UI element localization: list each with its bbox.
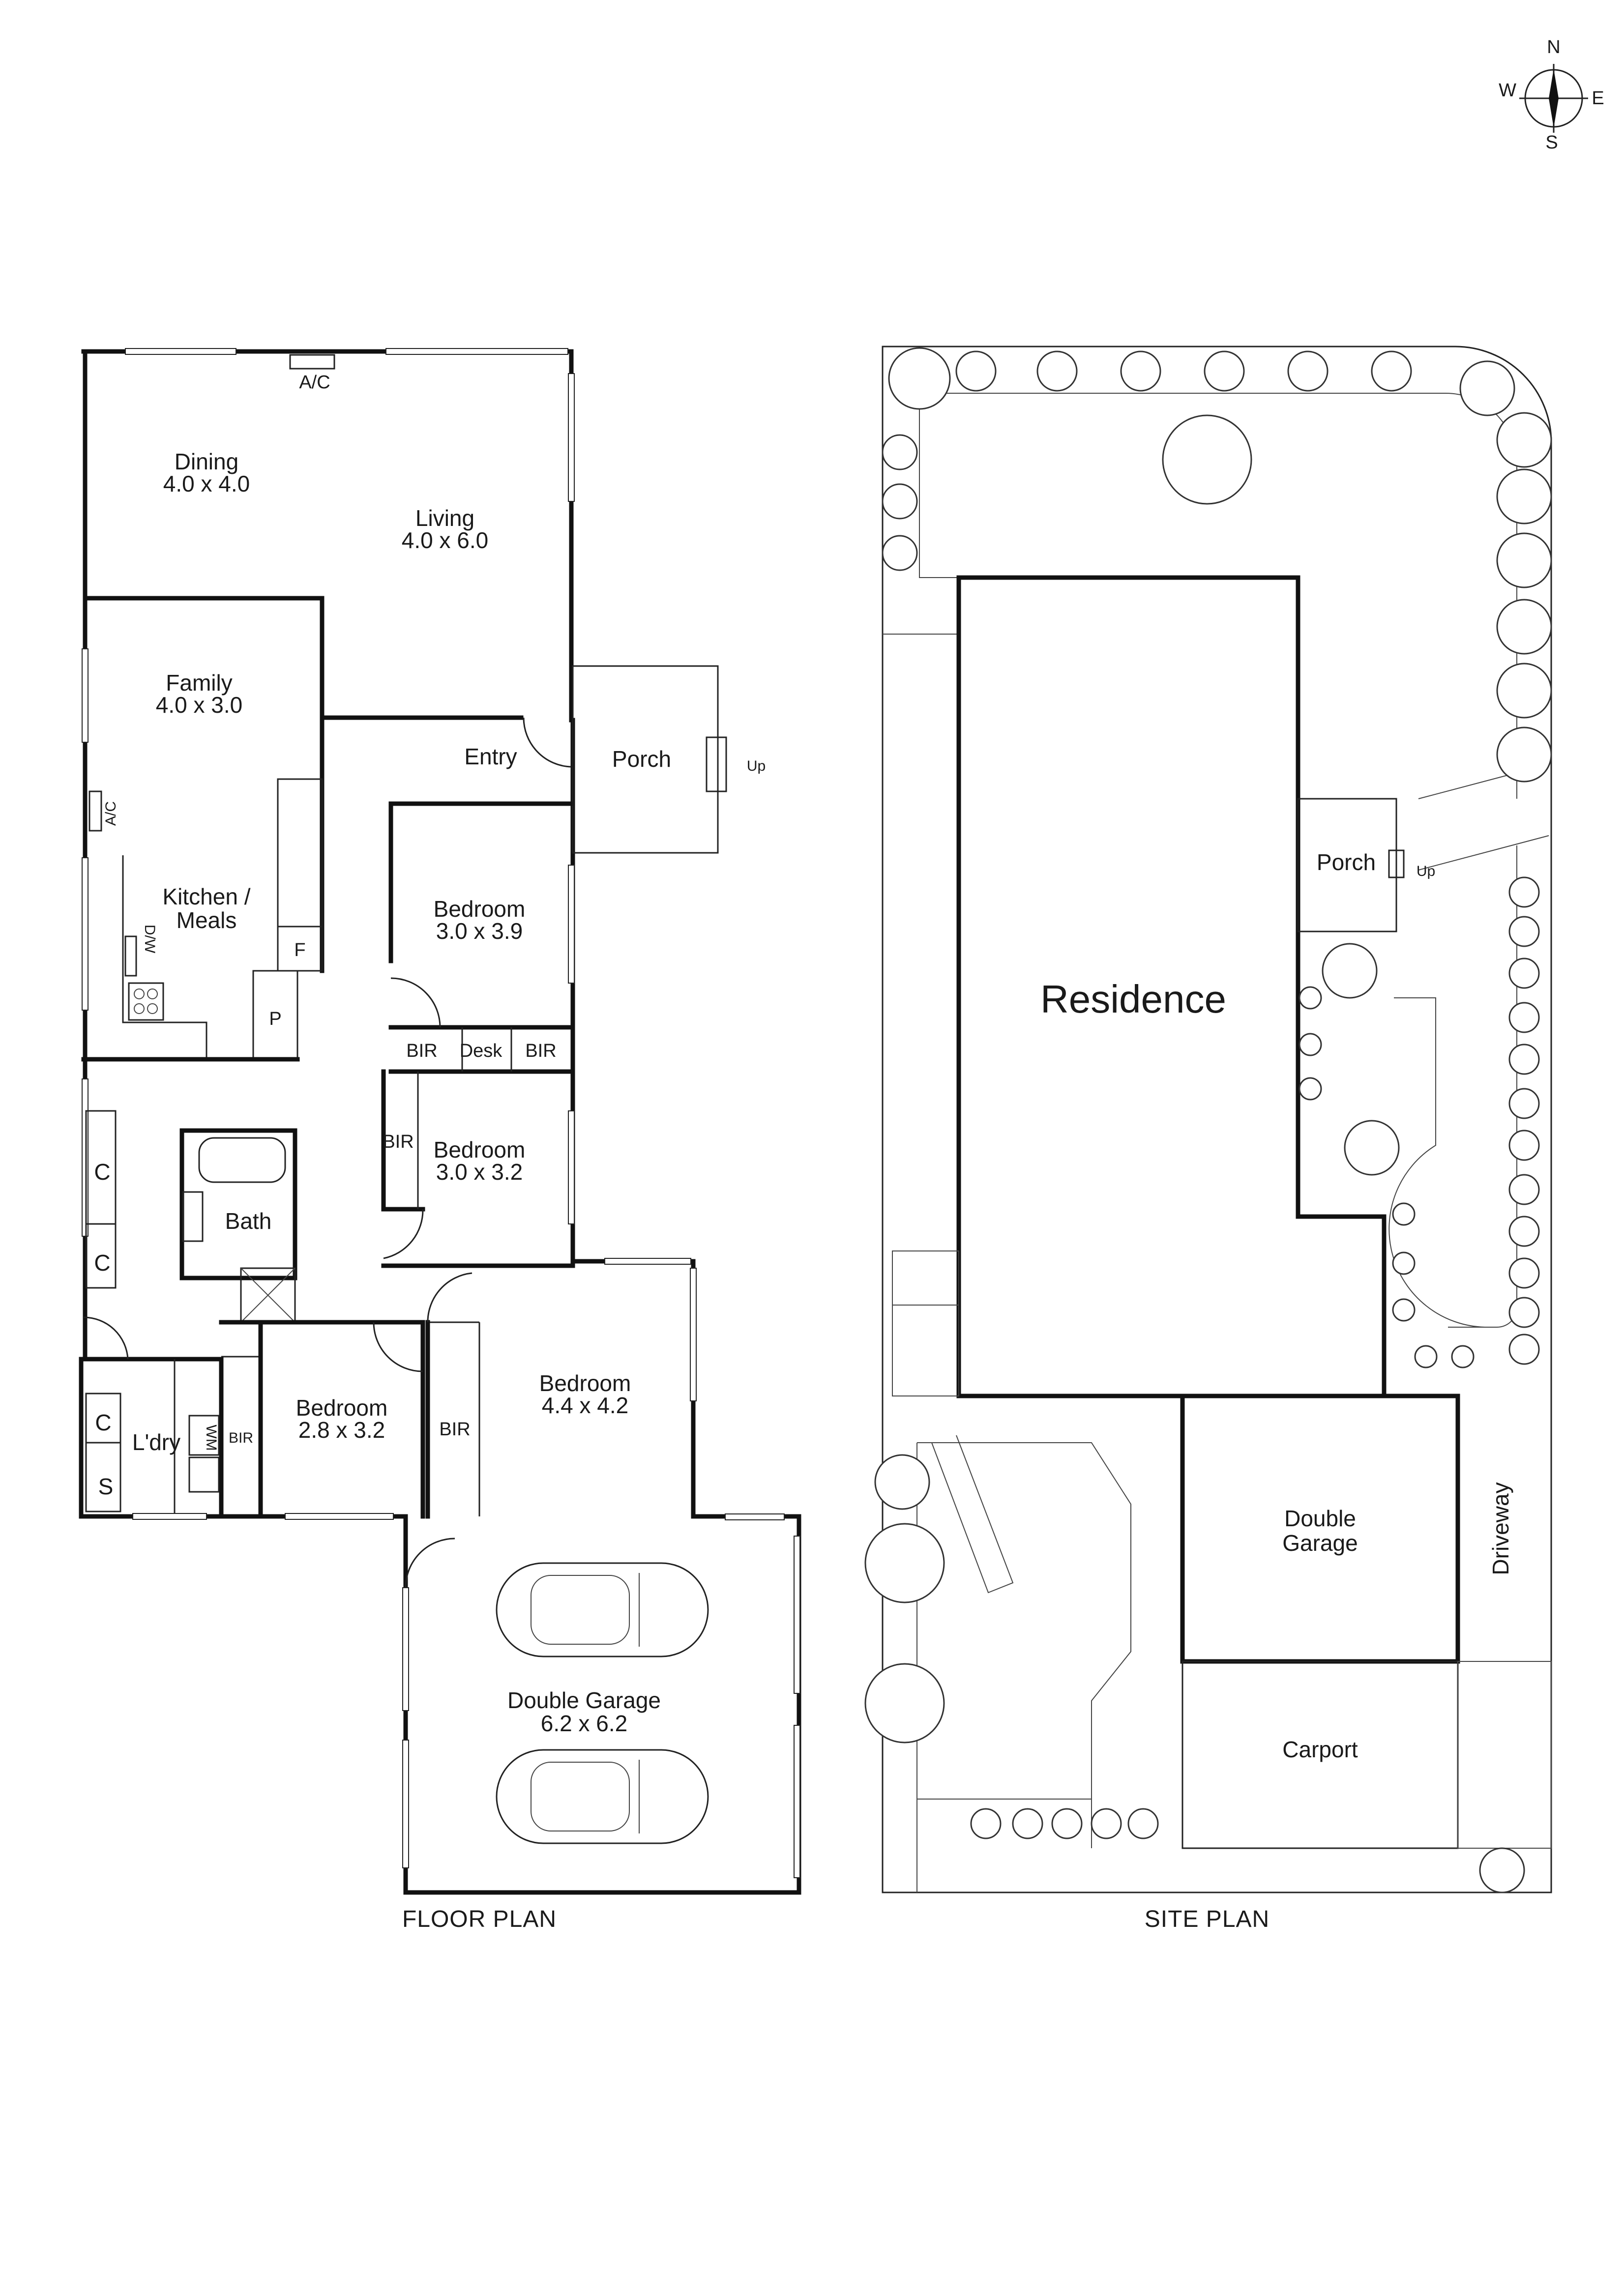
carport-label: Carport xyxy=(1282,1737,1358,1762)
compass-south: S xyxy=(1545,132,1558,153)
pantry-label: P xyxy=(269,1009,281,1029)
store-label: S xyxy=(98,1474,114,1499)
porch-label: Porch xyxy=(612,746,671,772)
bir-label-1: BIR xyxy=(406,1041,437,1061)
site-stair-label: Up xyxy=(1417,863,1435,879)
site-plan-caption: SITE PLAN xyxy=(1145,1906,1270,1932)
dining-size: 4.0 x 4.0 xyxy=(163,471,250,496)
laundry-label: L'dry xyxy=(132,1429,180,1455)
porch-stair-label: Up xyxy=(747,758,766,774)
floor-plan-caption: FLOOR PLAN xyxy=(402,1906,557,1932)
kitchen-label-1: Kitchen / xyxy=(163,884,251,909)
bath-label: Bath xyxy=(225,1208,272,1234)
floor-plan: Dining 4.0 x 4.0 Living 4.0 x 6.0 A/C Fa… xyxy=(79,348,801,1932)
car-icon-2 xyxy=(496,1749,709,1844)
kitchen-label-2: Meals xyxy=(177,907,237,933)
bir-label-4: BIR xyxy=(229,1430,253,1446)
living-size: 4.0 x 6.0 xyxy=(402,527,488,553)
garage-label: Double Garage xyxy=(507,1687,661,1713)
site-plan: Residence Porch Up Double Garage Carport… xyxy=(864,346,1552,1932)
compass-west: W xyxy=(1499,80,1516,101)
entry-label: Entry xyxy=(464,744,517,769)
cupboard-label-3: C xyxy=(95,1410,111,1435)
bir-label-5: BIR xyxy=(439,1419,470,1440)
living-label: Living xyxy=(415,505,474,531)
ac-top-label: A/C xyxy=(299,372,330,393)
cupboard-label-1: C xyxy=(94,1159,110,1185)
compass-north: N xyxy=(1547,37,1560,58)
outer-walls xyxy=(79,349,801,1895)
fridge-label: F xyxy=(294,940,305,960)
compass: N E S W xyxy=(1499,37,1604,153)
dining-label: Dining xyxy=(175,449,238,474)
bedroom4-label: Bedroom xyxy=(539,1370,631,1396)
family-size: 4.0 x 3.0 xyxy=(156,692,242,718)
site-porch-label: Porch xyxy=(1317,849,1376,875)
site-garage-label-2: Garage xyxy=(1282,1530,1358,1556)
bir-label-2: BIR xyxy=(525,1041,556,1061)
family-label: Family xyxy=(166,670,232,696)
bir-label-3: BIR xyxy=(383,1132,413,1152)
bedroom4-size: 4.4 x 4.2 xyxy=(542,1393,628,1418)
ac-side-label: A/C xyxy=(103,801,119,826)
bedroom3-size: 2.8 x 3.2 xyxy=(298,1417,385,1443)
residence-label: Residence xyxy=(1040,977,1226,1021)
bedroom3-label: Bedroom xyxy=(296,1395,388,1421)
driveway-label: Driveway xyxy=(1488,1482,1513,1575)
car-icon-1 xyxy=(496,1562,709,1657)
site-trees xyxy=(864,347,1552,1893)
site-garage-label-1: Double xyxy=(1284,1506,1356,1531)
cupboard-label-2: C xyxy=(94,1250,110,1276)
desk-label: Desk xyxy=(460,1041,503,1061)
garage-size: 6.2 x 6.2 xyxy=(541,1711,627,1736)
bedroom2-label: Bedroom xyxy=(434,1137,526,1163)
wm-label: WM xyxy=(203,1424,219,1451)
dw-label: D/W xyxy=(142,925,158,954)
bedroom2-size: 3.0 x 3.2 xyxy=(436,1159,523,1185)
bedroom1-label: Bedroom xyxy=(434,896,526,922)
bedroom1-size: 3.0 x 3.9 xyxy=(436,918,523,944)
compass-east: E xyxy=(1592,88,1604,109)
